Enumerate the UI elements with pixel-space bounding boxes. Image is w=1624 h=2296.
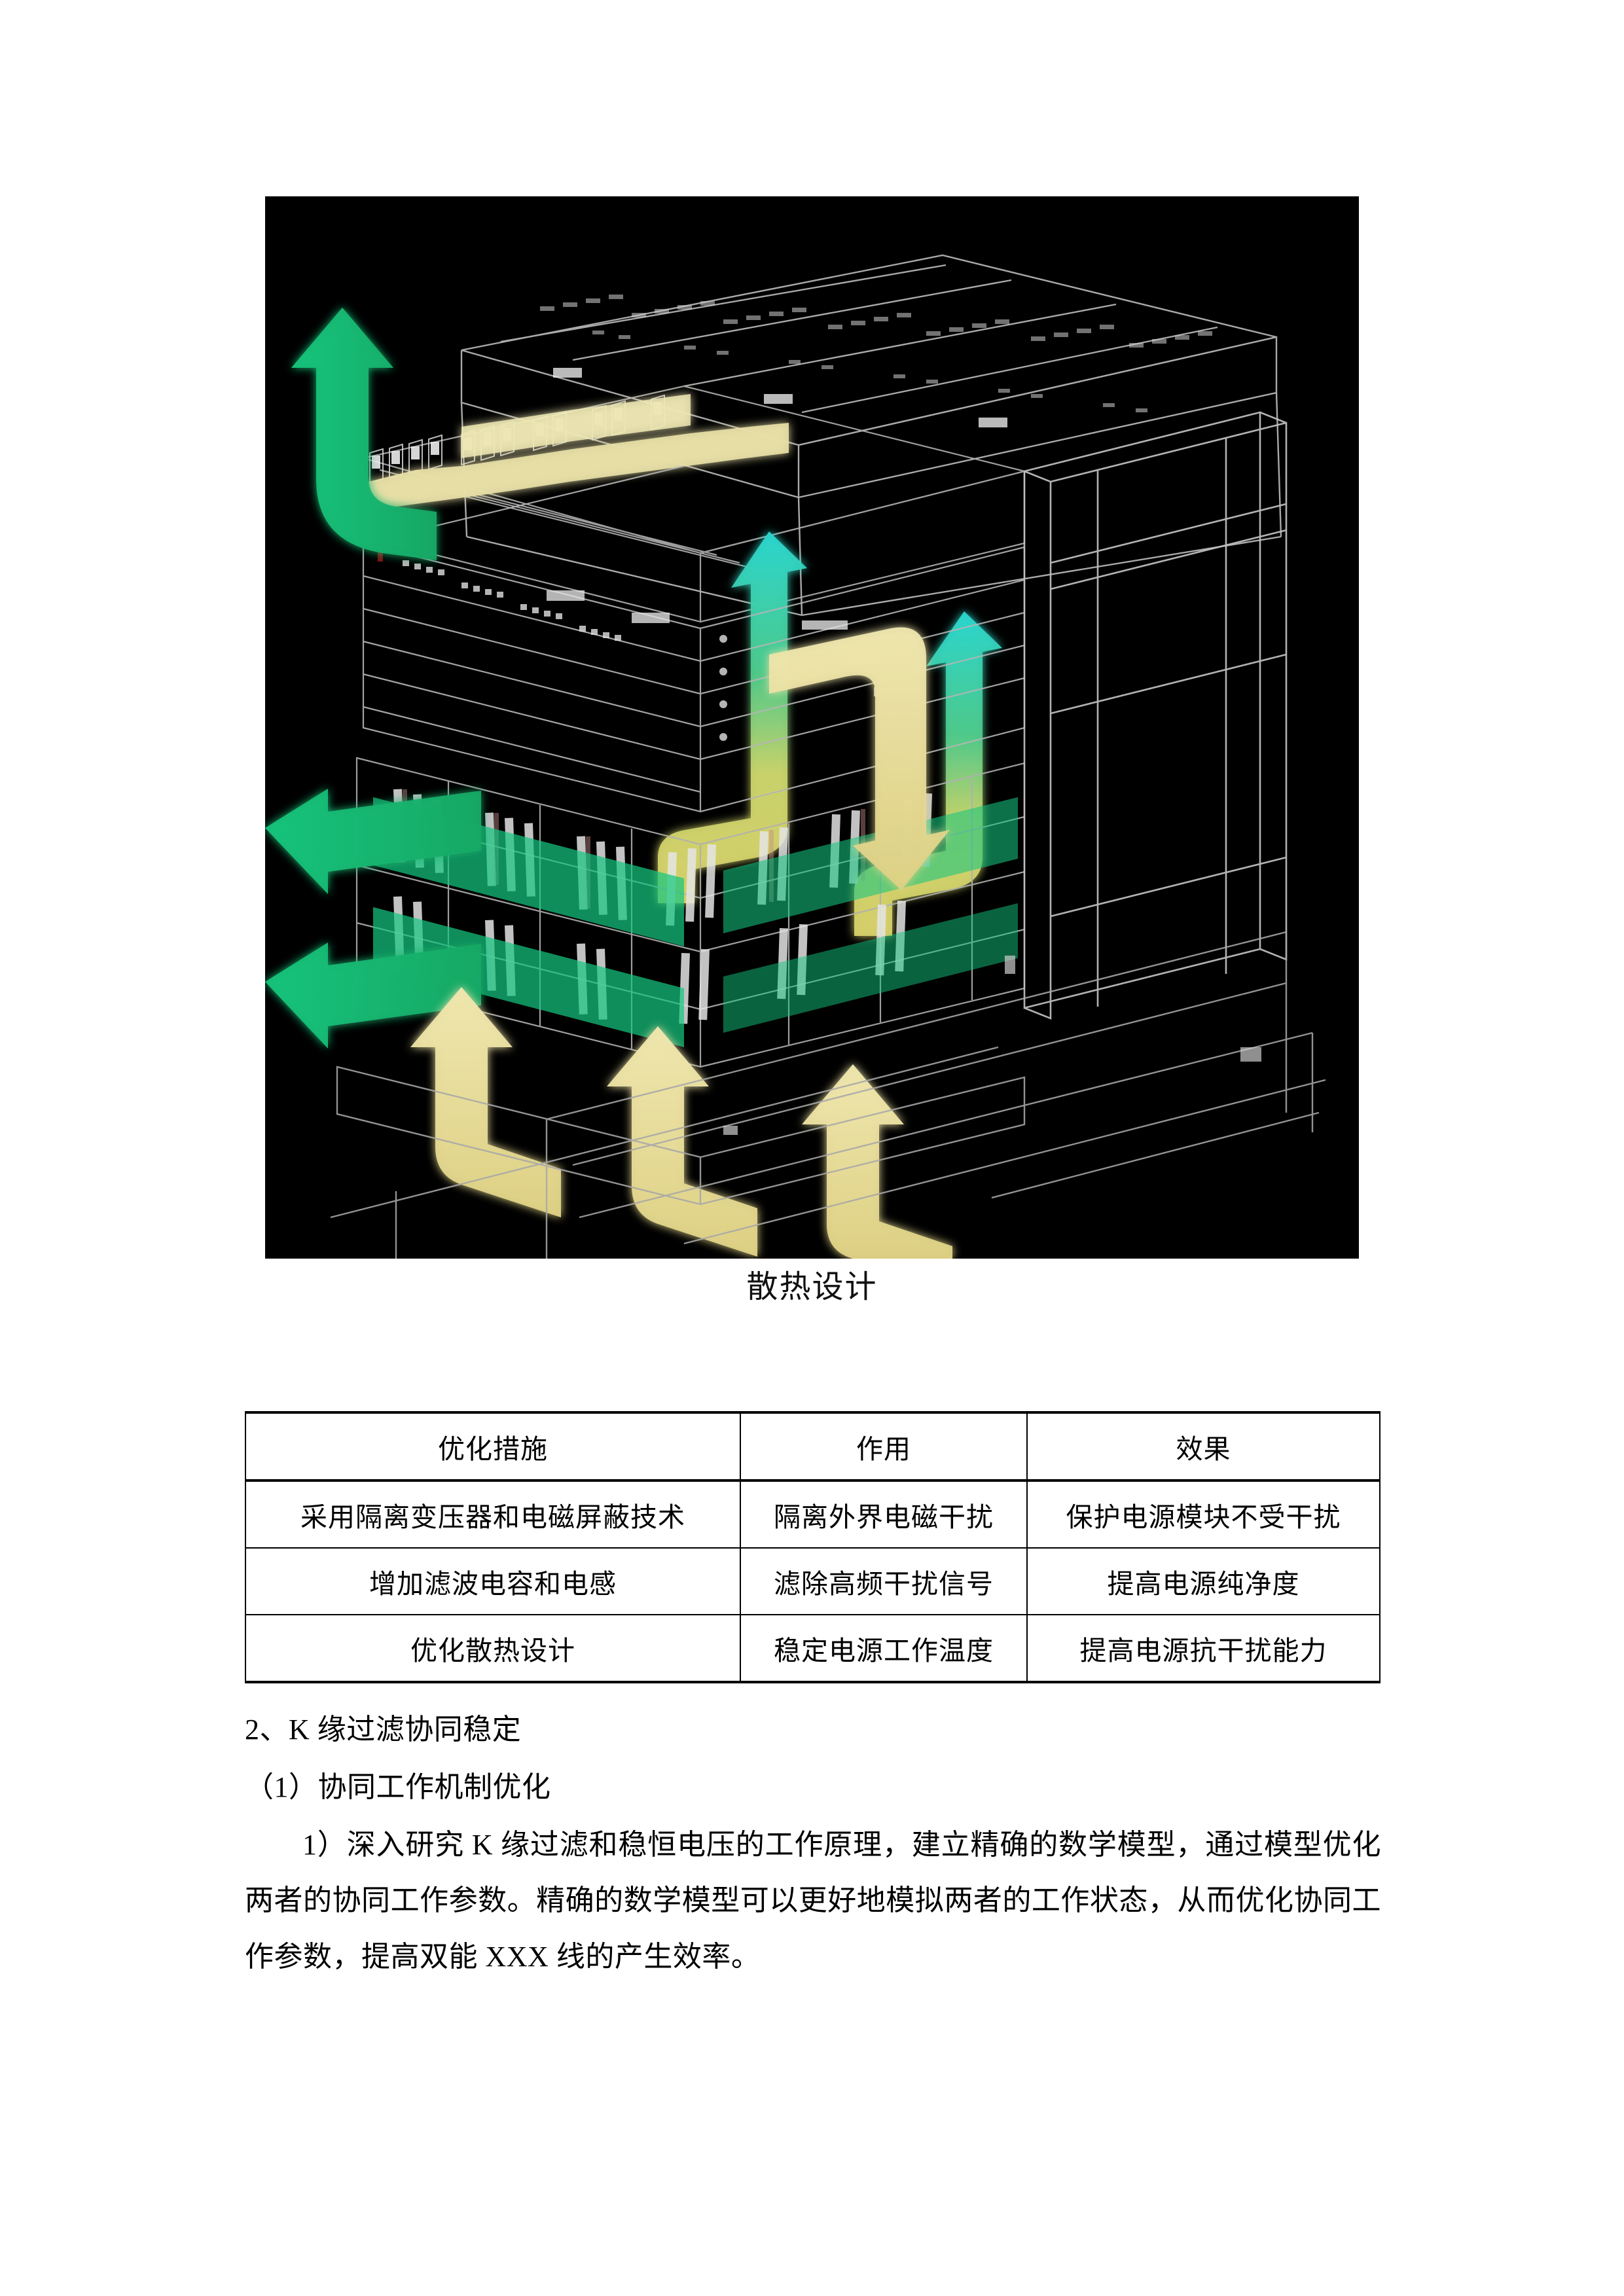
exhaust-arrow-top-left (291, 308, 437, 560)
body-copy: 2、K 缘过滤协同稳定 （1）协同工作机制优化 1）深入研究 K 缘过滤和稳恒电… (245, 1702, 1381, 1986)
table-header-function: 作用 (740, 1411, 1028, 1482)
table-row: 增加滤波电容和电感 滤除高频干扰信号 提高电源纯净度 (245, 1547, 1380, 1615)
base-hardware (723, 956, 1261, 1135)
top-shelf-module-texture (540, 295, 1212, 412)
shelf-labels (553, 368, 1007, 427)
table-cell-function: 稳定电源工作温度 (740, 1614, 1028, 1683)
optimization-measures-table: 优化措施 作用 效果 采用隔离变压器和电磁屏蔽技术 隔离外界电磁干扰 保护电源模… (245, 1411, 1380, 1683)
table-cell-effect: 提高电源抗干扰能力 (1026, 1614, 1380, 1683)
cabinet-wireframe-right-frame (1023, 411, 1288, 1020)
table-cell-measure: 增加滤波电容和电感 (245, 1547, 741, 1615)
panel-red-led (378, 551, 383, 562)
table-cell-measure: 采用隔离变压器和电磁屏蔽技术 (245, 1480, 741, 1549)
cabinet-wireframe-base (330, 931, 1326, 1259)
figure-caption: 散热设计 (746, 1270, 878, 1304)
heading-section-2: 2、K 缘过滤协同稳定 (245, 1713, 522, 1746)
exhaust-arrow-left-upper (265, 789, 481, 894)
table-header-row: 优化措施 作用 效果 (245, 1411, 1380, 1482)
cabinet-thermal-airflow-illustration (265, 196, 1359, 1259)
paragraph-1: 1）深入研究 K 缘过滤和稳恒电压的工作原理，建立精确的数学模型，通过模型优化两… (245, 1828, 1381, 1973)
subheading-1: （1）协同工作机制优化 (245, 1770, 551, 1803)
table-header-effect: 效果 (1026, 1411, 1380, 1482)
airflow-riser-center (658, 531, 807, 903)
intake-arrow-right-mid (769, 627, 950, 890)
table-cell-measure: 优化散热设计 (245, 1614, 741, 1683)
table-cell-function: 隔离外界电磁干扰 (740, 1480, 1028, 1549)
table-header-measure: 优化措施 (245, 1411, 741, 1482)
cream-airflow-band-upper (363, 394, 789, 512)
table-row: 采用隔离变压器和电磁屏蔽技术 隔离外界电磁干扰 保护电源模块不受干扰 (245, 1480, 1380, 1549)
table-cell-function: 滤除高频干扰信号 (740, 1547, 1028, 1615)
table-cell-effect: 提高电源纯净度 (1026, 1547, 1380, 1615)
table-row: 优化散热设计 稳定电源工作温度 提高电源抗干扰能力 (245, 1614, 1380, 1683)
exhaust-arrow-left-lower (265, 942, 481, 1049)
table-cell-effect: 保护电源模块不受干扰 (1026, 1480, 1380, 1549)
figure-thermal-design (265, 196, 1359, 1259)
